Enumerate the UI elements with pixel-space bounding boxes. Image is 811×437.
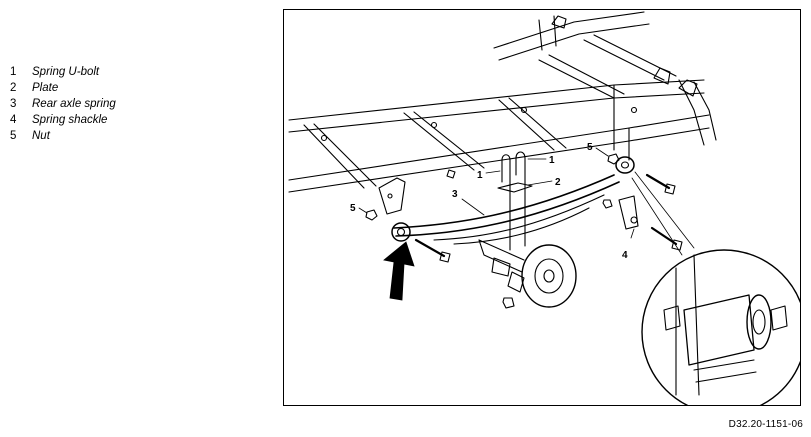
legend-item: 4 Spring shackle: [10, 112, 116, 128]
callout-1a: 1: [477, 170, 483, 181]
leaf-spring: [393, 174, 620, 245]
legend-number: 4: [10, 114, 17, 126]
spring-u-bolts: [497, 151, 533, 251]
callout-5a: 5: [587, 142, 593, 153]
axle-hub: [478, 239, 577, 308]
callout-3: 3: [452, 189, 458, 200]
legend-label: Rear axle spring: [32, 98, 116, 110]
legend-number: 2: [10, 82, 17, 94]
callout-leaders: [358, 147, 695, 256]
legend-number: 3: [10, 98, 17, 110]
spring-shackle: [618, 195, 639, 230]
parts-legend: 1 Spring U-bolt 2 Plate 3 Rear axle spri…: [10, 64, 116, 144]
callout-5b: 5: [350, 203, 356, 214]
legend-number: 5: [10, 130, 17, 142]
callout-1b: 1: [549, 155, 555, 166]
legend-item: 5 Nut: [10, 128, 116, 144]
detail-magnifier: [641, 249, 800, 405]
spring-eye: [391, 222, 411, 242]
spring-bushing: [615, 156, 635, 174]
rear-axle-spring-illustration: 1 1 2 3 4 5 5: [288, 11, 800, 405]
legend-item: 3 Rear axle spring: [10, 96, 116, 112]
exploded-view-figure: 1 1 2 3 4 5 5: [283, 9, 801, 406]
callout-4: 4: [622, 250, 628, 261]
direction-arrow: [383, 241, 415, 301]
figure-code: D32.20-1151-06: [728, 419, 803, 430]
chassis-frame: [288, 11, 717, 193]
legend-label: Spring shackle: [32, 114, 108, 126]
legend-label: Plate: [32, 82, 59, 94]
legend-label: Nut: [32, 130, 50, 142]
legend-item: 2 Plate: [10, 80, 116, 96]
legend-number: 1: [10, 66, 17, 78]
legend-item: 1 Spring U-bolt: [10, 64, 116, 80]
legend-label: Spring U-bolt: [32, 66, 100, 78]
spring-hanger: [378, 177, 406, 215]
bolts-and-nuts: [365, 153, 683, 309]
callout-2: 2: [555, 177, 561, 188]
